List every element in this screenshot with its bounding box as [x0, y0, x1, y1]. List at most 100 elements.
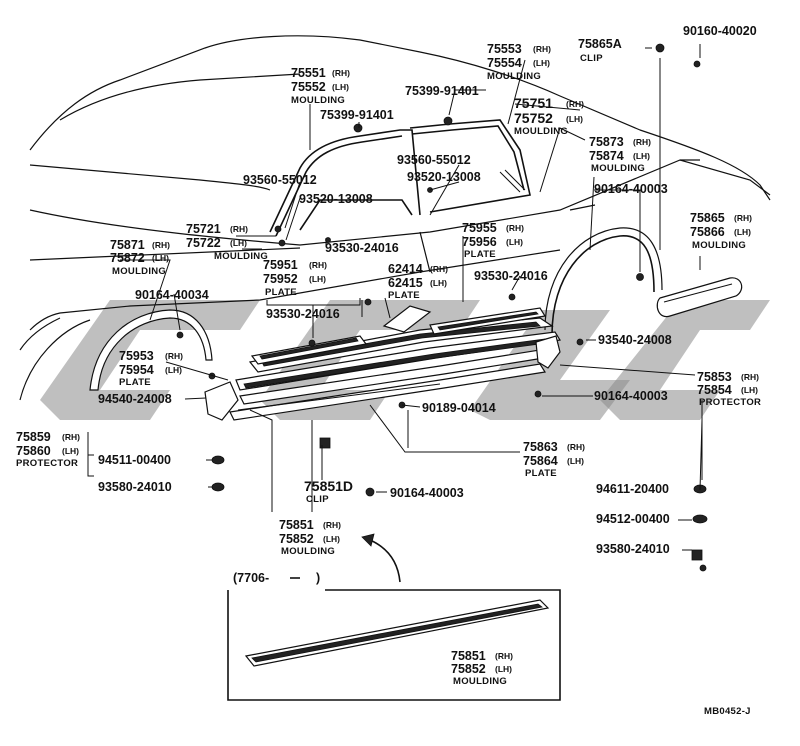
rocker-moulding-assembly [229, 317, 561, 421]
label-75551: 75551 (RH) 75552 (LH) MOULDING [291, 66, 350, 106]
label-l09-pn: 93520-13008 [299, 192, 373, 206]
label-l37-pn: 75851 [279, 518, 314, 532]
drawing-code: MB0452-J [704, 706, 751, 717]
leader-lines [87, 44, 703, 551]
label-75851-inset: 75851 (RH) 75852 (LH) MOULDING [451, 649, 513, 687]
label-l26-name: PROTECTOR [699, 397, 761, 408]
label-l37-pn2: 75852 [279, 532, 314, 546]
label-l18-pn2: 75866 [690, 225, 725, 239]
label-l01-sfx: (RH) [332, 68, 350, 78]
label-l03-pn: 75553 [487, 42, 522, 56]
label-75859: 75859 (RH) 75860 (LH) PROTECTOR [16, 430, 80, 469]
label-l20-pn: 62414 [388, 262, 423, 276]
label-75863: 75863 (RH) 75864 (LH) PLATE [523, 440, 585, 479]
label-l40-pn: (7706- [233, 571, 269, 585]
label-l14-name: MOULDING [214, 251, 268, 262]
label-l29-pn: 90189-04014 [422, 401, 496, 415]
label-75865: 75865 (RH) 75866 (LH) MOULDING [690, 211, 752, 251]
label-l21-pn: 93530-24016 [474, 269, 548, 283]
label-l02-pn: 75399-91401 [320, 108, 394, 122]
callout-arrow [369, 539, 401, 583]
label-l27-pn: 90164-40003 [594, 389, 668, 403]
car-body-outline [19, 35, 771, 401]
label-75955: 75955 (RH) 75956 (LH) PLATE [462, 221, 524, 260]
label-l08-pn: 93560-55012 [243, 173, 317, 187]
label-l34-pn: 75851D [304, 478, 353, 494]
label-l32-sfx: (RH) [567, 442, 585, 452]
label-l03-sfx2: (LH) [533, 58, 550, 68]
label-l19-sfx2: (LH) [309, 274, 326, 284]
label-75951: 75951 (RH) 75952 (LH) PLATE [263, 258, 327, 298]
label-l01-name: MOULDING [291, 95, 345, 106]
label-75851-main: 75851 (RH) 75852 (LH) MOULDING [279, 518, 341, 557]
label-l03-sfx: (RH) [533, 44, 551, 54]
label-l12-sfx: (RH) [633, 137, 651, 147]
label-l30-pn: 75859 [16, 430, 51, 444]
label-l32-name: PLATE [525, 468, 557, 479]
label-l19-pn2: 75952 [263, 272, 298, 286]
label-l35-pn: 90164-40003 [390, 486, 464, 500]
label-75721: 75721 (RH) 75722 (LH) MOULDING [186, 222, 268, 262]
label-l15-sfx2: (LH) [152, 253, 169, 263]
label-l14-pn: 75721 [186, 222, 221, 236]
label-l25-sfx2: (LH) [165, 365, 182, 375]
label-l15-pn2: 75872 [110, 251, 145, 265]
label-l17-pn: 75955 [462, 221, 497, 235]
label-l26-pn: 75853 [697, 370, 732, 384]
label-l42-sfx: (RH) [495, 651, 513, 661]
label-75751: 75751 (RH) 75752 (LH) MOULDING [514, 95, 584, 137]
label-l32-pn: 75863 [523, 440, 558, 454]
label-l20-pn2: 62415 [388, 276, 423, 290]
label-l37-sfx2: (LH) [323, 534, 340, 544]
label-l19-name: PLATE [265, 287, 297, 298]
label-l24-pn: 93540-24008 [598, 333, 672, 347]
part-labels: 75551 (RH) 75552 (LH) MOULDING 75399-914… [16, 24, 761, 717]
label-75851d: 75851D CLIP [304, 478, 353, 505]
label-l32-pn2: 75864 [523, 454, 558, 468]
callout-arrowhead [361, 533, 375, 547]
label-l20-sfx: (RH) [430, 264, 448, 274]
label-l30-sfx: (RH) [62, 432, 80, 442]
label-75853: 75853 (RH) 75854 (LH) PROTECTOR [697, 370, 761, 408]
label-l39-pn: 93580-24010 [596, 542, 670, 556]
label-l37-name: MOULDING [281, 546, 335, 557]
label-l12-pn2: 75874 [589, 149, 624, 163]
label-l25-name: PLATE [119, 377, 151, 388]
label-l03-pn2: 75554 [487, 56, 522, 70]
label-l15-name: MOULDING [112, 266, 166, 277]
inset-detail [227, 577, 561, 701]
label-l04-pn: 75399-91401 [405, 84, 479, 98]
label-l30-name: PROTECTOR [16, 458, 78, 469]
label-75865a: 75865A CLIP [578, 37, 622, 64]
label-l03-name: MOULDING [487, 71, 541, 82]
label-l17-sfx2: (LH) [506, 237, 523, 247]
label-l05-pn: 75751 [514, 95, 553, 111]
label-l25-sfx: (RH) [165, 351, 183, 361]
label-l28-pn: 94540-24008 [98, 392, 172, 406]
label-l20-sfx2: (LH) [430, 278, 447, 288]
label-l42-name: MOULDING [453, 676, 507, 687]
label-l20-name: PLATE [388, 290, 420, 301]
label-75953: 75953 (RH) 75954 (LH) PLATE [119, 349, 183, 388]
label-l14-sfx2: (LH) [230, 238, 247, 248]
label-l05-pn2: 75752 [514, 110, 553, 126]
label-l01-pn2: 75552 [291, 80, 326, 94]
label-l33-pn: 93580-24010 [98, 480, 172, 494]
rear-quarter-moulding [656, 277, 743, 318]
label-62414: 62414 (RH) 62415 (LH) PLATE [388, 262, 448, 301]
label-l18-pn: 75865 [690, 211, 725, 225]
label-l25-pn2: 75954 [119, 363, 154, 377]
label-l10-pn: 93560-55012 [397, 153, 471, 167]
label-75553: 75553 (RH) 75554 (LH) MOULDING [487, 42, 551, 82]
wheel-arches [89, 227, 663, 391]
label-l17-sfx: (RH) [506, 223, 524, 233]
label-75871: 75871 (RH) 75872 (LH) MOULDING [110, 238, 170, 277]
label-l26-pn2: 75854 [697, 383, 732, 397]
label-l25-pn: 75953 [119, 349, 154, 363]
label-l13-pn: 90164-40003 [594, 182, 668, 196]
label-l07-pn: 90160-40020 [683, 24, 757, 38]
label-l01-sfx2: (LH) [332, 82, 349, 92]
label-l19-sfx: (RH) [309, 260, 327, 270]
label-l11-pn: 93520-13008 [407, 170, 481, 184]
